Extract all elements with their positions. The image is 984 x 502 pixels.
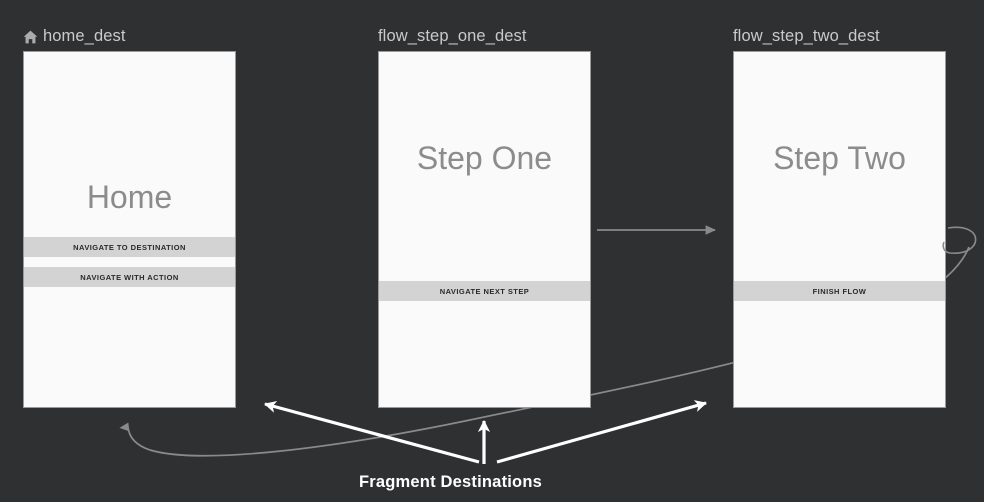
destination-home_dest[interactable]: home_dest Home NAVIGATE TO DESTINATION N… (23, 27, 236, 408)
button-navigate-to-destination[interactable]: NAVIGATE TO DESTINATION (24, 237, 235, 257)
annotation-caption: Fragment Destinations (359, 473, 542, 491)
screen-title-home: Home (86, 179, 173, 215)
screen-preview-flow_step_two_dest[interactable]: Step Two FINISH FLOW (733, 51, 946, 408)
connector-step-two-self-loop (942, 226, 977, 254)
button-navigate-with-action[interactable]: NAVIGATE WITH ACTION (24, 267, 235, 287)
destination-flow_step_two_dest[interactable]: flow_step_two_dest Step Two FINISH FLOW (733, 27, 946, 408)
button-finish-flow[interactable]: FINISH FLOW (734, 281, 945, 301)
annotation-pointer-left (264, 400, 480, 464)
destination-label-text: flow_step_one_dest (378, 26, 527, 45)
destination-flow_step_one_dest[interactable]: flow_step_one_dest Step One NAVIGATE NEX… (378, 27, 591, 408)
destination-label-text: flow_step_two_dest (733, 26, 880, 45)
screen-preview-flow_step_one_dest[interactable]: Step One NAVIGATE NEXT STEP (378, 51, 591, 408)
destination-label-home_dest: home_dest (23, 26, 126, 45)
destination-label-text: home_dest (43, 26, 126, 45)
screen-title-step-two: Step Two (773, 140, 906, 176)
button-navigate-next-step[interactable]: NAVIGATE NEXT STEP (379, 281, 590, 301)
destination-label-flow_step_one_dest: flow_step_one_dest (378, 26, 527, 45)
home-icon (23, 30, 38, 44)
screen-preview-home_dest[interactable]: Home NAVIGATE TO DESTINATION NAVIGATE WI… (23, 51, 236, 408)
destination-label-flow_step_two_dest: flow_step_two_dest (733, 26, 880, 45)
annotation-pointer-right (496, 400, 707, 464)
screen-title-step-one: Step One (416, 140, 553, 176)
